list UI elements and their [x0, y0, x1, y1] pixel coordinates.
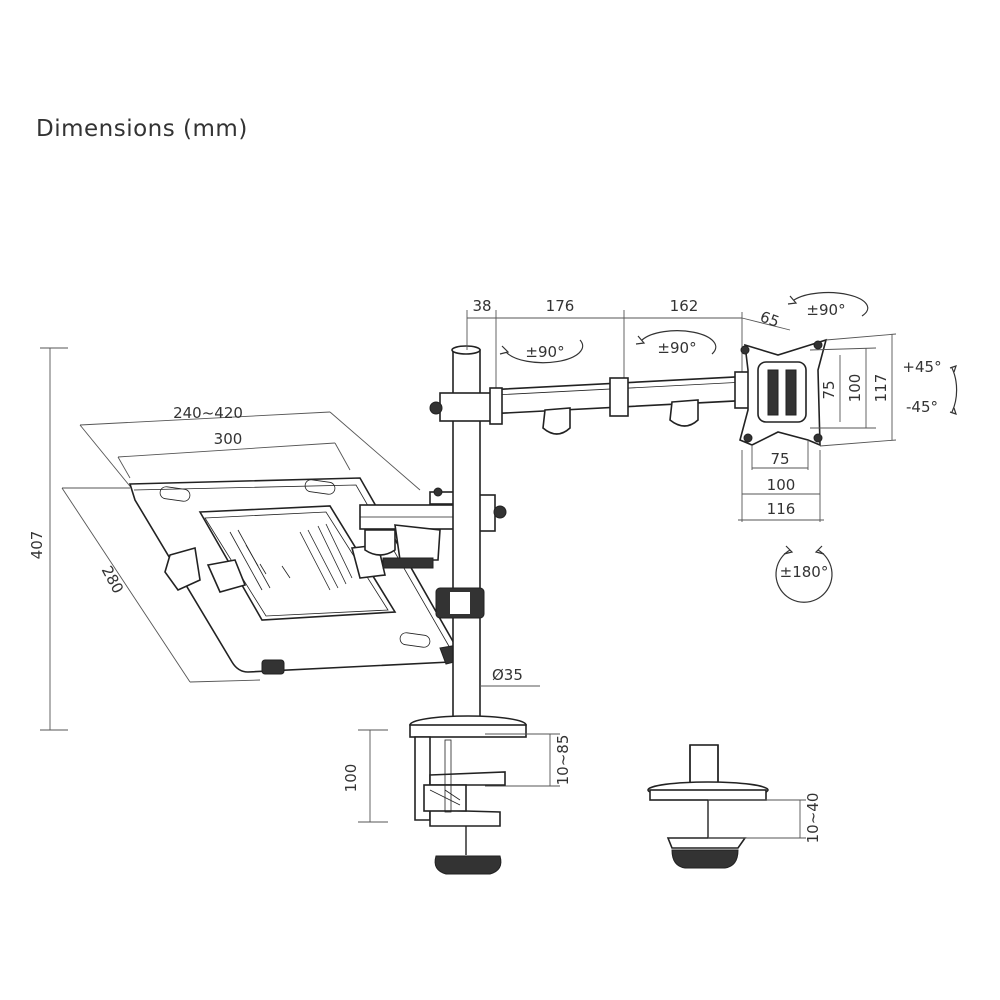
seg-65-label: 65	[758, 308, 782, 331]
grommet-range-label: 10~40	[804, 793, 822, 844]
height-label: 407	[28, 531, 46, 560]
tray-width-range-label: 240~420	[173, 404, 243, 422]
desk-clamp: 10~85 100	[342, 715, 572, 875]
tilt-plus-label: +45°	[902, 358, 941, 376]
vesa-v75-label: 75	[820, 380, 838, 399]
vesa-v100-label: 100	[846, 374, 864, 403]
laptop-tray: 240~420 300 280	[61, 404, 463, 683]
grommet-mount: 10~40	[647, 744, 822, 869]
swivel-180-label: ±180°	[780, 563, 829, 581]
seg-176-label: 176	[546, 297, 575, 315]
seg-162-label: 162	[670, 297, 699, 315]
tilt-minus-label: -45°	[906, 398, 938, 416]
clamp-height-label: 100	[342, 764, 360, 793]
tray-width-label: 300	[214, 430, 243, 448]
tilt-indicator: +45° -45°	[902, 358, 958, 416]
page-title: Dimensions (mm)	[36, 116, 248, 142]
monitor-arm: 38 176 162 65	[429, 297, 791, 435]
vesa-v117-label: 117	[872, 374, 890, 403]
clamp-range-label: 10~85	[554, 735, 572, 786]
vesa-h116-label: 116	[767, 500, 796, 518]
rotation-indicator-arm-2: ±90°	[635, 330, 717, 357]
pole-diameter-label: Ø35	[492, 666, 523, 684]
seg-38-label: 38	[472, 297, 491, 315]
rotation-indicator-plate: ±90°	[787, 291, 869, 319]
height-dimension: 407	[28, 347, 68, 731]
vesa-h100-label: 100	[767, 476, 796, 494]
swivel-indicator: ±180°	[775, 545, 833, 603]
rotation-indicator-arm-1: ±90°	[499, 339, 584, 364]
vesa-plate: 75 100 117 75 100 116	[738, 333, 897, 522]
rot-90-b-label: ±90°	[657, 339, 696, 357]
rot-90-a-label: ±90°	[525, 343, 564, 361]
tray-depth-label: 280	[98, 563, 127, 597]
vesa-h75-label: 75	[770, 450, 789, 468]
rot-90-c-label: ±90°	[806, 301, 845, 319]
